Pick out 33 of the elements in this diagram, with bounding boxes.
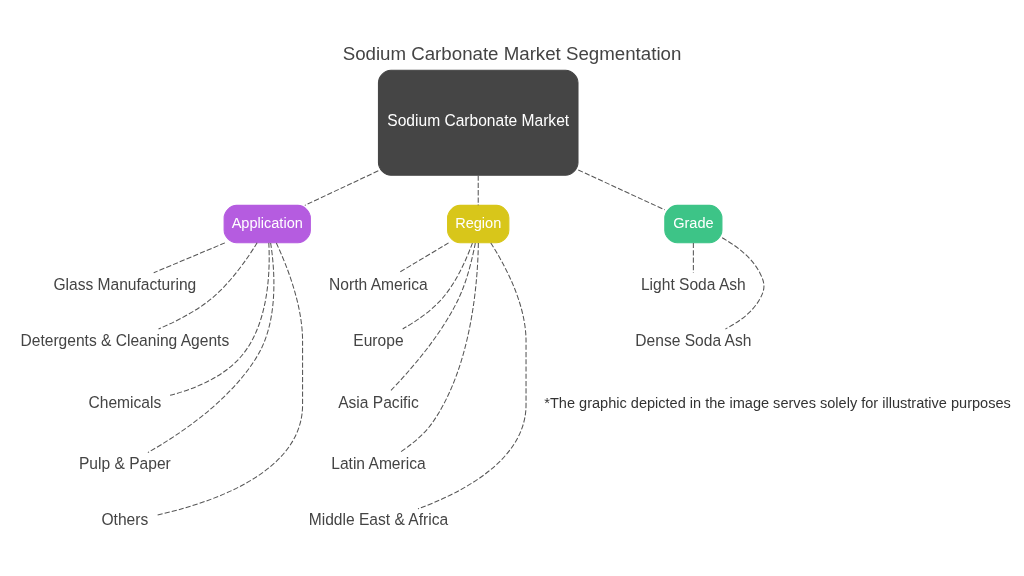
node-box: Application: [223, 204, 311, 244]
node-box: Region: [447, 204, 510, 244]
connector: [153, 242, 226, 274]
label: *The graphic depicted in the image serves solely for illustrative purposes: [544, 394, 1011, 411]
connector: [390, 242, 476, 392]
connector: [147, 242, 275, 454]
diagram-title: Sodium Carbonate Market Segmentation: [342, 43, 682, 65]
connector: [304, 170, 379, 206]
node-text: Latin America: [331, 455, 426, 473]
connector: [577, 169, 666, 211]
node-text: North America: [329, 275, 428, 293]
connector: [398, 242, 450, 274]
connector: [477, 174, 479, 206]
node-text: Detergents & Cleaning Agents: [20, 331, 230, 349]
node-box: Sodium Carbonate Market: [377, 69, 579, 176]
node-box: Grade: [664, 204, 723, 244]
node-text: Asia Pacific: [338, 393, 419, 411]
connector: [169, 242, 270, 396]
node-text: Chemicals: [88, 393, 162, 411]
connector: [692, 242, 694, 274]
connector: [402, 242, 473, 330]
connector: [158, 242, 258, 330]
node-text: Light Soda Ash: [640, 275, 746, 293]
node-text: Pulp & Paper: [78, 455, 171, 473]
node-text: Dense Soda Ash: [635, 331, 752, 349]
node-text: Europe: [353, 331, 404, 349]
connector: [156, 242, 304, 516]
node-text: Glass Manufacturing: [53, 275, 197, 293]
connector: [721, 237, 765, 330]
connector: [398, 242, 479, 454]
node-text: Others: [101, 511, 149, 529]
connector: [417, 242, 527, 510]
node-text: Middle East & Africa: [308, 511, 449, 529]
